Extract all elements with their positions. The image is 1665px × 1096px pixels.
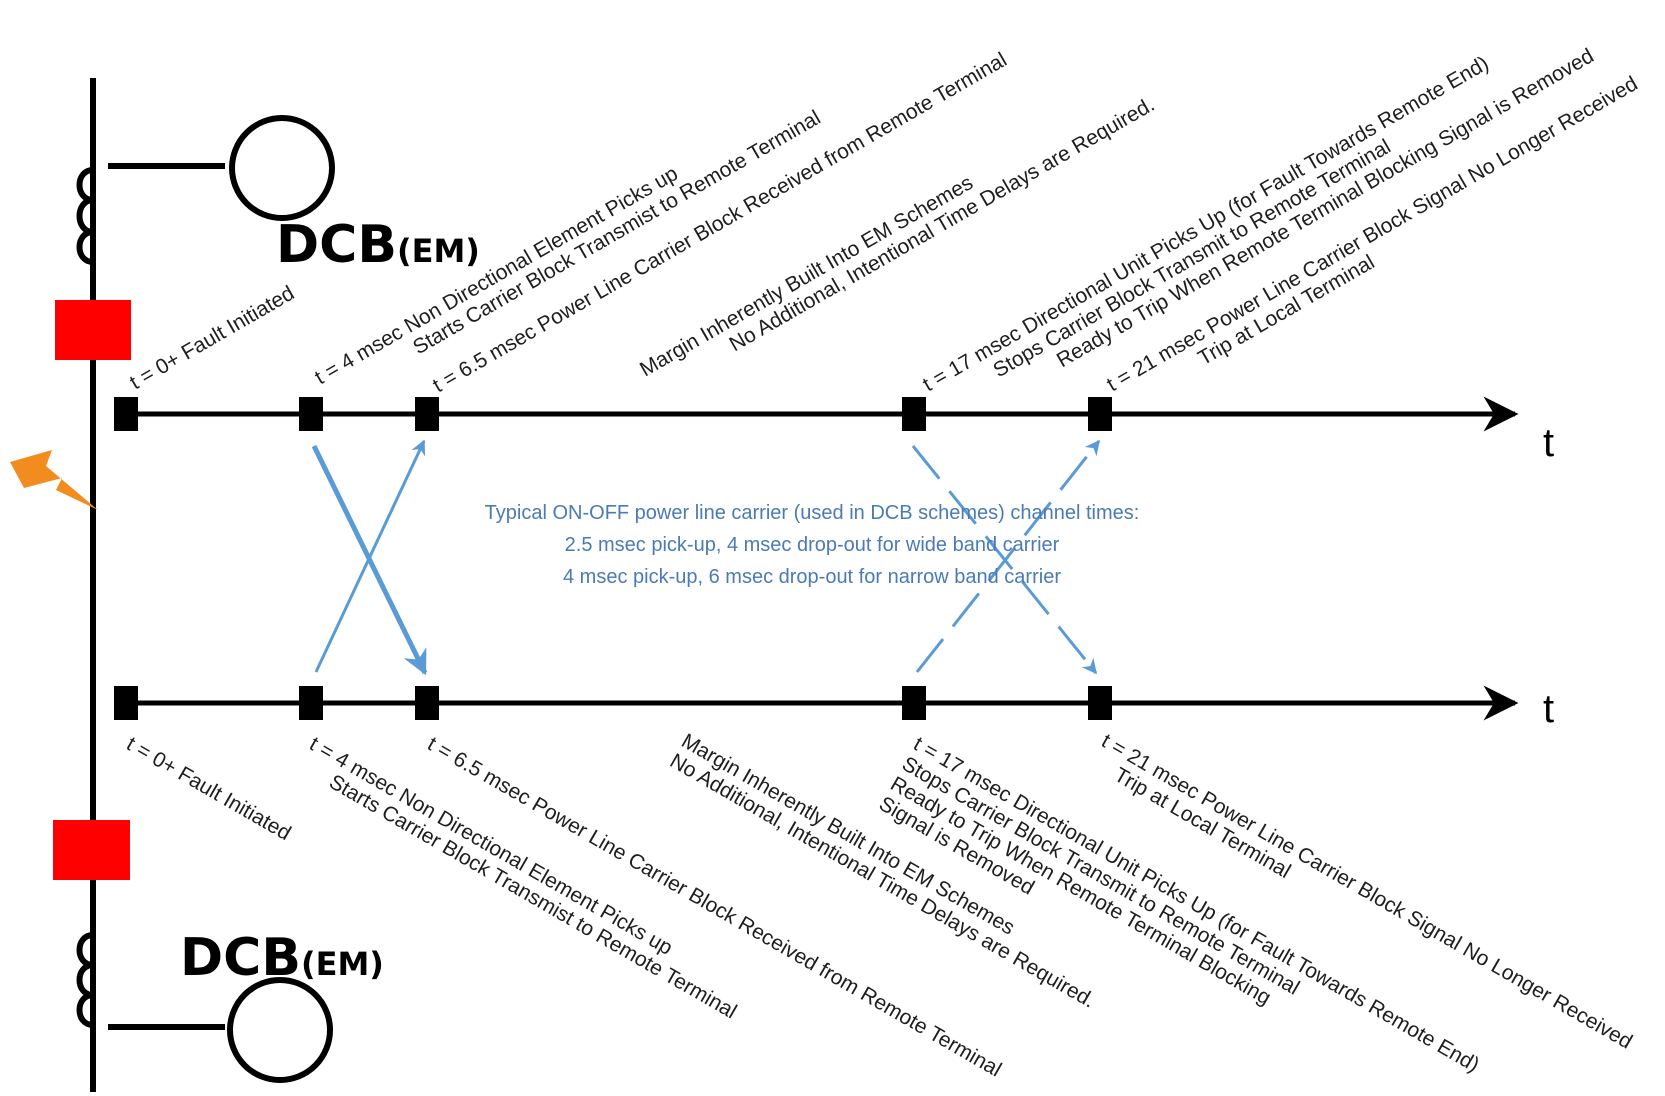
top-marker-t6-5 xyxy=(415,397,439,431)
carrier-block-arrow-bottom-to-top xyxy=(314,439,426,673)
bottom-marker-t4 xyxy=(299,686,323,720)
bottom-relay-circle xyxy=(227,977,333,1083)
bottom-marker-t0 xyxy=(114,686,138,720)
top-event-t0-line1: t = 0+ Fault Initiated xyxy=(126,282,298,395)
top-event-t17-line3: Ready to Trip When Remote Terminal Block… xyxy=(1053,44,1598,372)
top-event-t17: t = 17 msec Directional Unit Picks Up (f… xyxy=(919,44,1598,396)
channel-note-line1: Typical ON-OFF power line carrier (used … xyxy=(485,502,1140,524)
top-axis-t-label: t xyxy=(1543,421,1554,465)
channel-note-line3: 4 msec pick-up, 6 msec drop-out for narr… xyxy=(563,566,1061,588)
top-breaker xyxy=(55,300,131,360)
bottom-dcb-label: DCB(EM) xyxy=(180,928,384,988)
top-event-t0: t = 0+ Fault Initiated xyxy=(126,282,298,395)
bottom-ct-coil xyxy=(76,932,94,1028)
bottom-marker-t6-5 xyxy=(415,686,439,720)
bottom-event-t17-line2: Stops Carrier Block Transmit to Remote T… xyxy=(898,752,1303,999)
top-marker-t4 xyxy=(299,397,323,431)
channel-note-line2: 2.5 msec pick-up, 4 msec drop-out for wi… xyxy=(565,534,1060,556)
fault-lightning-icon xyxy=(10,450,98,510)
bottom-relay: DCB(EM) xyxy=(53,820,384,1083)
bottom-marker-t17 xyxy=(902,686,926,720)
bottom-breaker xyxy=(53,820,130,880)
bottom-event-t0-line1: t = 0+ Fault Initiated xyxy=(123,732,295,845)
channel-note: Typical ON-OFF power line carrier (used … xyxy=(485,502,1140,588)
bottom-axis-t-label: t xyxy=(1543,687,1554,731)
top-marker-t0 xyxy=(114,397,138,431)
top-relay-circle xyxy=(229,115,335,221)
top-relay: DCB(EM) xyxy=(55,115,480,360)
top-marker-t21 xyxy=(1088,397,1112,431)
bottom-event-t0: t = 0+ Fault Initiated xyxy=(123,732,295,845)
top-dcb-label: DCB(EM) xyxy=(276,215,480,275)
top-ct-coil xyxy=(76,167,94,265)
carrier-stop-arrow-bottom-to-top xyxy=(915,439,1101,673)
top-marker-t17 xyxy=(902,397,926,431)
bottom-marker-t21 xyxy=(1088,686,1112,720)
